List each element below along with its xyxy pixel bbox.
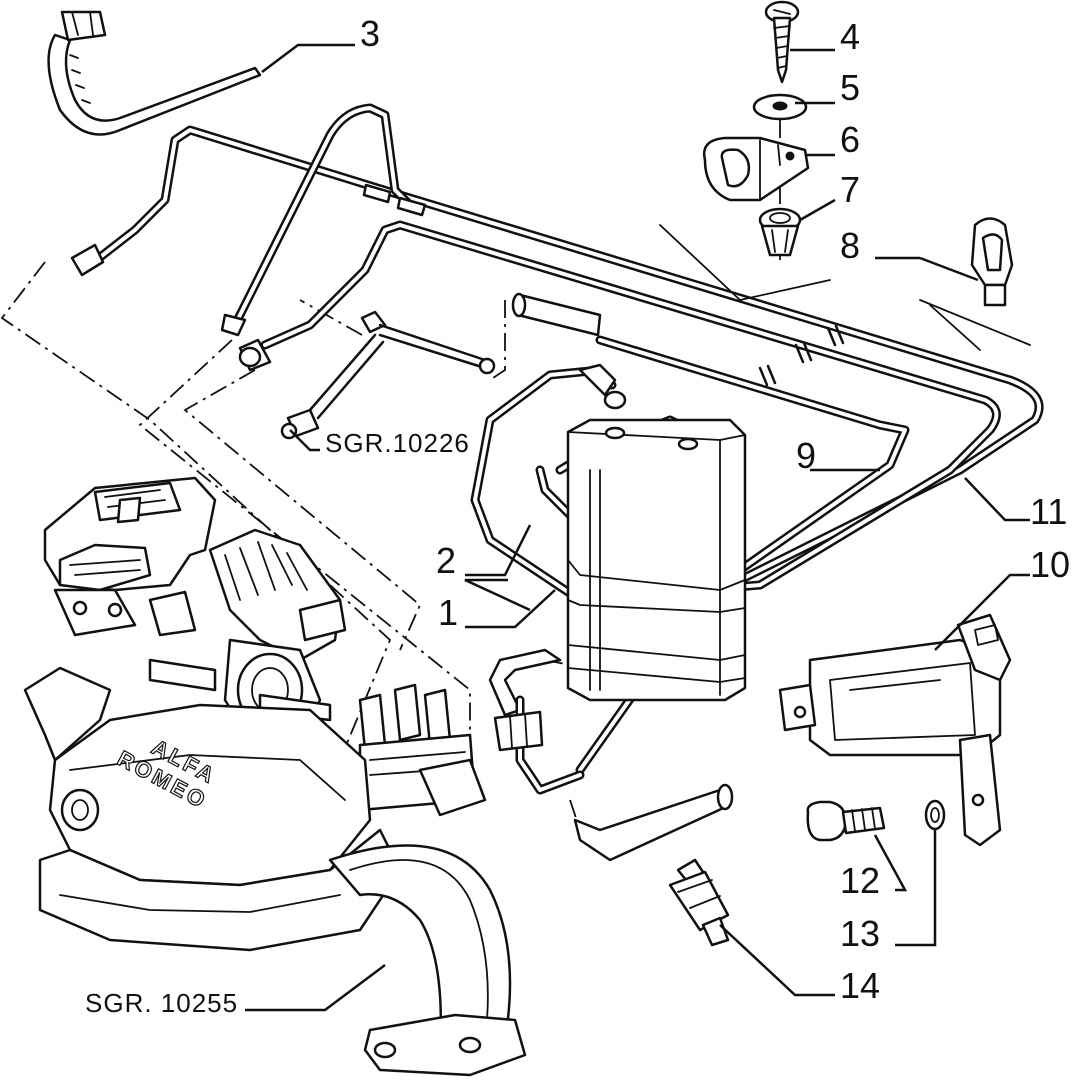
callout-1: 1 (438, 592, 458, 633)
washer (752, 93, 808, 121)
bolt (806, 800, 886, 842)
lock-washer (924, 799, 946, 831)
callout-numbers: 1 2 3 4 5 6 7 8 9 10 11 12 13 14 (360, 13, 1070, 1006)
reference-codes: SGR.10226 SGR. 10255 (85, 428, 470, 1018)
canister-bracket (778, 613, 1012, 847)
callout-12: 12 (840, 860, 880, 901)
callout-4: 4 (840, 16, 860, 57)
ref-sgr-10226: SGR.10226 (325, 428, 470, 458)
pipe-break-marks (758, 324, 845, 387)
tie-strap (47, 10, 262, 136)
screw (764, 0, 800, 84)
pipe-clip (702, 136, 810, 202)
callout-9: 9 (796, 435, 816, 476)
callout-2: 2 (436, 540, 456, 581)
hose-segments (70, 183, 701, 450)
callout-14: 14 (840, 965, 880, 1006)
push-nut (758, 207, 802, 257)
callout-10: 10 (1030, 544, 1070, 585)
callout-5: 5 (840, 67, 860, 108)
carbon-canister (566, 418, 747, 702)
spring-clip (970, 217, 1014, 307)
linkage-rods (280, 310, 496, 440)
callout-7: 7 (840, 169, 860, 210)
leader-lines (245, 43, 1031, 1012)
callout-6: 6 (840, 119, 860, 160)
callout-3: 3 (360, 13, 380, 54)
lower-hose (488, 648, 734, 862)
ref-sgr-10255: SGR. 10255 (85, 988, 238, 1018)
engine-assembly (23, 476, 527, 1077)
callout-8: 8 (840, 225, 860, 266)
callout-11: 11 (1030, 491, 1067, 532)
pipe-network (85, 103, 1044, 775)
callout-13: 13 (840, 913, 880, 954)
check-valve (668, 858, 730, 947)
